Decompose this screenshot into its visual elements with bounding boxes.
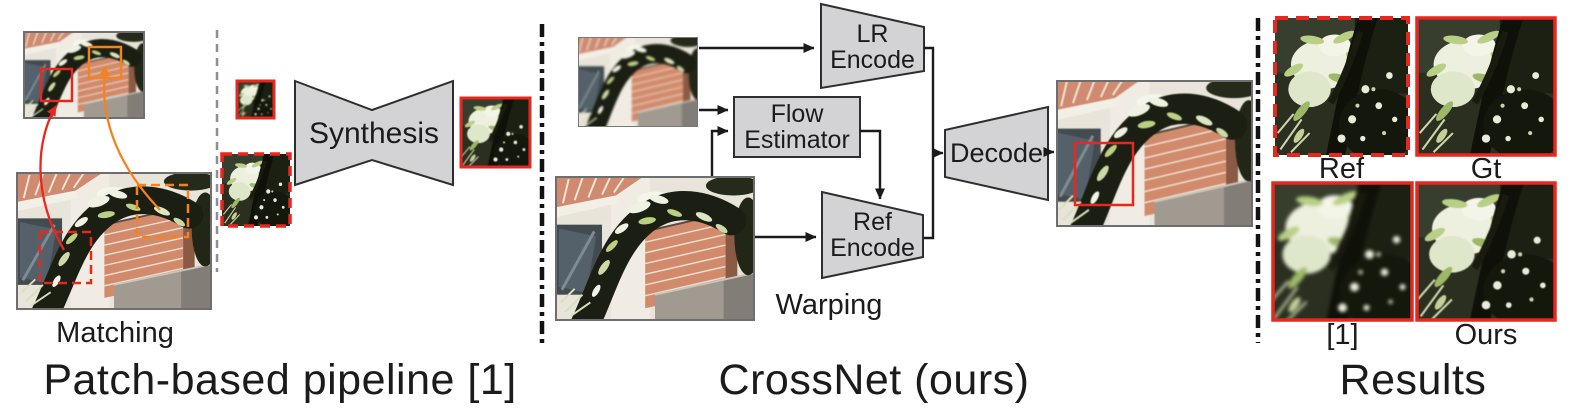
- ref-patch-thumb: [222, 154, 290, 226]
- result-gt-label: Gt: [1470, 153, 1502, 185]
- encoder-bus-line: [924, 46, 935, 240]
- result-ours-label: Ours: [1454, 319, 1518, 351]
- middle-caption: CrossNet (ours): [718, 356, 1030, 404]
- warping-label: Warping: [775, 289, 883, 321]
- ref-image-middle: [555, 176, 755, 321]
- result-gt-patch: [1417, 18, 1555, 155]
- result-ref-patch: [1275, 18, 1408, 155]
- matching-label: Matching: [56, 317, 174, 349]
- synthesis-label: Synthesis: [308, 117, 440, 150]
- lr-encode-label: LR Encode: [830, 20, 915, 74]
- lr-image-left: [23, 31, 145, 119]
- lr-image-middle: [578, 37, 698, 127]
- ref-image-left: [16, 172, 212, 310]
- flow-estimator-label: Flow Estimator: [744, 100, 850, 154]
- decode-label: Decode: [949, 138, 1044, 168]
- synthesis-output-patch: [461, 98, 530, 167]
- lr-patch-thumb: [237, 81, 274, 118]
- right-caption: Results: [1339, 356, 1487, 404]
- result-ref-label: Ref: [1318, 153, 1365, 185]
- result-baseline-patch: [1273, 183, 1412, 320]
- result-baseline-label: [1]: [1326, 319, 1359, 351]
- sr-output-image: [1056, 80, 1253, 227]
- left-caption: Patch-based pipeline [1]: [43, 356, 517, 404]
- ref-encode-label: Ref Encode: [830, 208, 915, 262]
- result-ours-patch: [1417, 183, 1555, 320]
- arrow-ref-to-flow: [710, 126, 729, 176]
- arrow-flow-to-refencode: [860, 129, 885, 200]
